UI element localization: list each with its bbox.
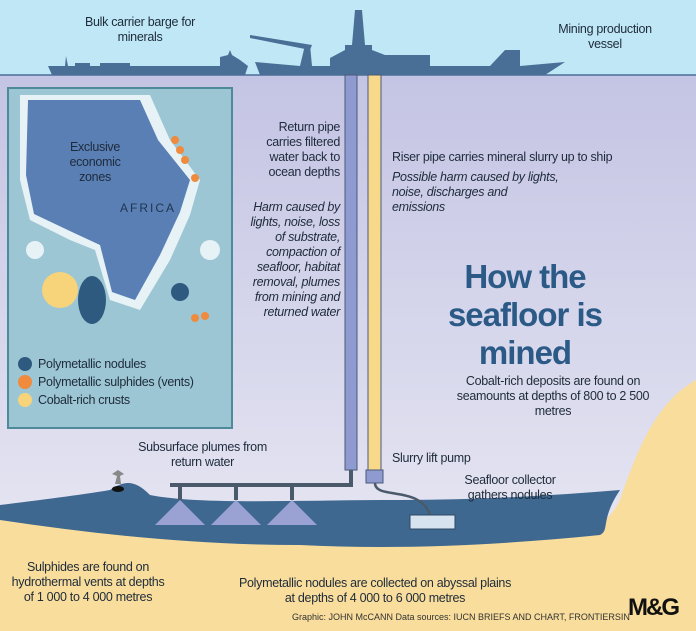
credit: Graphic: JOHN McCANN Data sources: IUCN … [292, 612, 630, 622]
map-legend: Polymetallic nodules Polymetallic sulphi… [18, 355, 194, 409]
label-cobalt: Cobalt-rich deposits are found on seamou… [456, 374, 650, 418]
seafloor-collector [409, 514, 456, 530]
hydrothermal-vent [112, 486, 124, 492]
legend-item: Cobalt-rich crusts [18, 391, 194, 409]
ships-silhouette [48, 10, 565, 75]
riser-pipe [367, 74, 382, 471]
label-collector: Seafloor collector gathers nodules [464, 473, 556, 502]
crusts-dot-icon [18, 393, 32, 407]
logo: M&G [628, 594, 680, 621]
label-plumes: Subsurface plumes from return water [138, 440, 267, 469]
label-pump: Slurry lift pump [392, 451, 471, 465]
map-eez-label: Exclusive economic zones [69, 140, 121, 184]
label-vessel: Mining production vessel [558, 22, 652, 51]
map-continent-label: AFRICA [120, 201, 177, 215]
label-sulphides: Sulphides are found on hydrothermal vent… [11, 560, 165, 604]
label-return-harm: Harm caused by lights, noise, loss of su… [250, 200, 341, 319]
nodules-dot-icon [18, 357, 32, 371]
label-riser-pipe: Riser pipe carries mineral slurry up to … [392, 150, 613, 164]
label-return-pipe: Return pipe carries filtered water back … [266, 120, 340, 179]
page-title: How the seafloor is mined [447, 258, 603, 371]
legend-item: Polymetallic sulphides (vents) [18, 373, 194, 391]
seabed [0, 483, 620, 547]
seafloor-sand [0, 380, 696, 631]
plume-cones [155, 500, 317, 525]
sulphides-dot-icon [18, 375, 32, 389]
slurry-lift-pump [365, 469, 384, 484]
return-pipe [344, 74, 358, 471]
label-riser-harm: Possible harm caused by lights, noise, d… [392, 170, 559, 214]
map-inset [7, 87, 233, 429]
label-barge: Bulk carrier barge for minerals [84, 15, 196, 44]
legend-item: Polymetallic nodules [18, 355, 194, 373]
label-nodules: Polymetallic nodules are collected on ab… [238, 576, 512, 605]
